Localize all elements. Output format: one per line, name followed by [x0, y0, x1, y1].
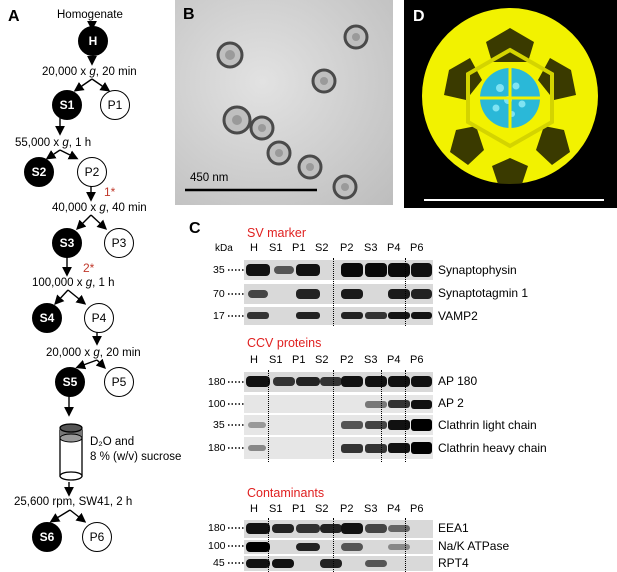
protein-label: Synaptotagmin 1 — [438, 286, 529, 300]
protein-label: Clathrin light chain — [438, 418, 537, 432]
em-micrograph — [175, 0, 393, 205]
panel-label-b: B — [183, 6, 195, 23]
lane-separator — [333, 370, 334, 462]
lane-separator — [268, 370, 269, 462]
protein-label: RPT4 — [438, 556, 469, 570]
flow-arrows — [45, 21, 111, 523]
mw-label: 180 — [208, 442, 226, 454]
mw-label: 100 — [208, 540, 226, 552]
blot-strip-eea1 — [244, 520, 433, 538]
protein-label: AP 2 — [438, 396, 464, 410]
blot-strip-nak-atpase — [244, 540, 433, 554]
clathrin-cage-render — [422, 8, 604, 201]
mw-label: 17 — [213, 310, 225, 322]
lane-header-2: H S1 P1 S2 P2 S3 P4 P6 — [250, 354, 424, 366]
lane-header-3: H S1 P1 S2 P2 S3 P4 P6 — [250, 503, 424, 515]
panel-label-c: C — [189, 220, 201, 237]
panel-label-a: A — [8, 8, 20, 25]
lane-separator — [333, 518, 334, 572]
vesicle-particles — [185, 24, 369, 200]
step-marker-1: 1* — [104, 185, 116, 199]
lane-separator — [405, 518, 406, 572]
step-marker-2: 2* — [83, 261, 95, 275]
mw-ticks — [228, 269, 244, 564]
section-title-contaminants: Contaminants — [247, 486, 325, 500]
mw-label: 100 — [208, 398, 226, 410]
tube-label-2: 8 % (w/v) sucrose — [90, 451, 182, 463]
protein-label: Na/K ATPase — [438, 539, 510, 553]
node-s2: S2 — [24, 157, 54, 187]
mw-label: 35 — [213, 264, 225, 276]
kda-label: kDa — [215, 243, 233, 254]
node-s6: S6 — [32, 522, 62, 552]
flow-step-5: 20,000 x g, 20 min — [46, 347, 141, 359]
lane-separator — [405, 370, 406, 462]
mw-label: 180 — [208, 522, 226, 534]
blot-strip-ap2 — [244, 395, 433, 413]
lane-separator — [405, 258, 406, 326]
tube-icon — [59, 423, 83, 481]
mw-label: 45 — [213, 557, 225, 569]
node-h: H — [78, 26, 108, 56]
mw-label: 35 — [213, 419, 225, 431]
lane-separator — [381, 370, 382, 462]
node-s1: S1 — [52, 90, 82, 120]
protein-label: Clathrin heavy chain — [438, 441, 547, 455]
mw-label: 70 — [213, 288, 225, 300]
flow-step-2: 55,000 x g, 1 h — [15, 137, 92, 149]
flow-step-6: 25,600 rpm, SW41, 2 h — [14, 496, 133, 508]
section-title-sv: SV marker — [247, 226, 307, 240]
scale-bar-label: 450 nm — [190, 172, 229, 184]
protein-label: VAMP2 — [438, 309, 478, 323]
cryoem-reconstruction — [404, 0, 617, 208]
blot-strip-clathrin-heavy — [244, 437, 433, 459]
tube-label-1: D₂O and — [90, 436, 135, 448]
blot-strip-clathrin-light — [244, 415, 433, 435]
lane-separator — [333, 258, 334, 326]
flow-start: Homogenate — [57, 9, 123, 21]
node-s3: S3 — [52, 228, 82, 258]
blot-strip-vamp2 — [244, 307, 433, 325]
node-p1: P1 — [100, 90, 130, 120]
blot-strip-synaptophysin — [244, 260, 433, 280]
protein-label: AP 180 — [438, 374, 478, 388]
lane-separator — [268, 518, 269, 572]
flow-step-1: 20,000 x g, 20 min — [42, 66, 137, 78]
flow-step-4: 100,000 x g, 1 h — [32, 277, 115, 289]
mw-label: 180 — [208, 376, 226, 388]
node-p5: P5 — [104, 367, 134, 397]
section-title-ccv: CCV proteins — [247, 336, 322, 350]
panel-label-d: D — [413, 8, 425, 25]
node-p3: P3 — [104, 228, 134, 258]
blot-strip-synaptotagmin — [244, 284, 433, 304]
node-s4: S4 — [32, 303, 62, 333]
flow-step-3: 40,000 x g, 40 min — [52, 202, 147, 214]
node-p6: P6 — [82, 522, 112, 552]
node-s5: S5 — [55, 367, 85, 397]
blot-strip-rpt4 — [244, 556, 433, 571]
protein-label: EEA1 — [438, 521, 469, 535]
node-p2: P2 — [77, 157, 107, 187]
node-p4: P4 — [84, 303, 114, 333]
protein-label: Synaptophysin — [438, 263, 517, 277]
lane-header-1: H S1 P1 S2 P2 S3 P4 P6 — [250, 242, 424, 254]
blot-strip-ap180 — [244, 372, 433, 392]
